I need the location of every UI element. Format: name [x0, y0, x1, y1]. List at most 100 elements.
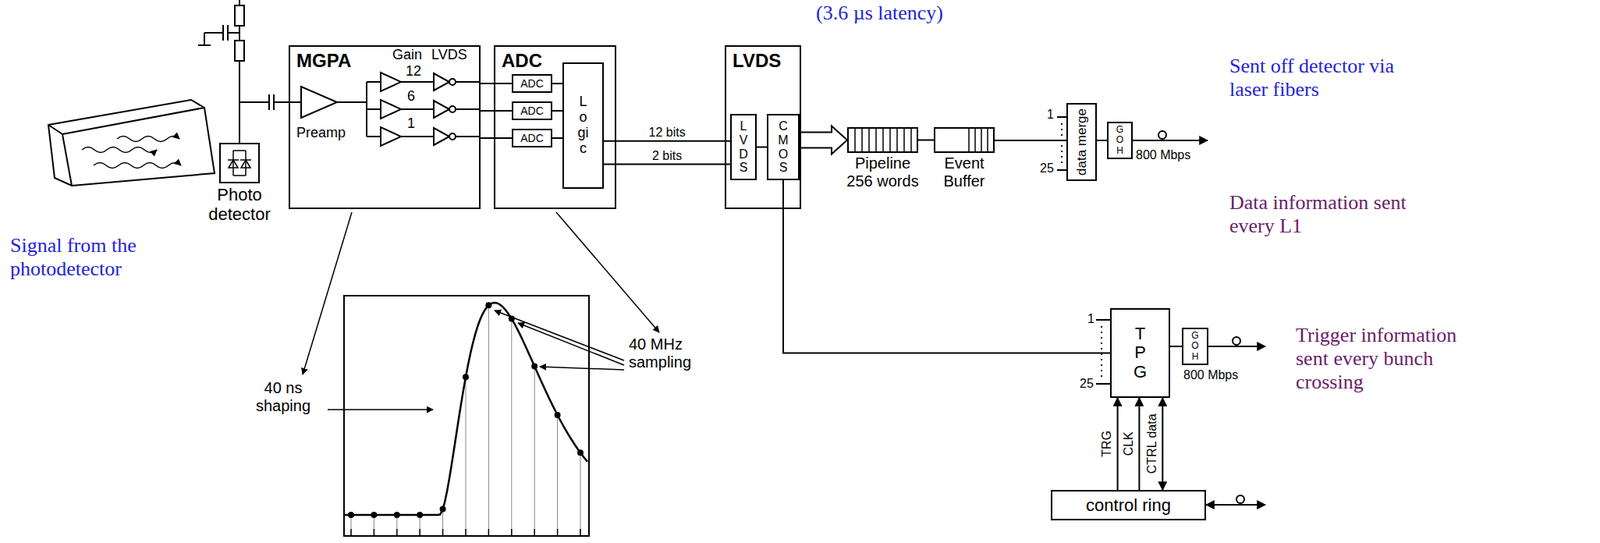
text-label: 1: [1046, 107, 1054, 122]
connector: [552, 137, 563, 139]
buffer-cell: [854, 128, 856, 152]
amplifier-chain: [449, 106, 456, 113]
amplifier-chain: [449, 133, 456, 140]
fiber-output: [1158, 131, 1167, 139]
pulse-curve: [344, 302, 588, 515]
text-label: 25: [1079, 376, 1094, 391]
tick: [510, 528, 513, 536]
merge-box: data merge: [1066, 102, 1097, 181]
box-label: data merge: [1074, 108, 1090, 176]
buffer-cell: [882, 128, 884, 152]
fiber-output: [1132, 131, 1266, 505]
callout-arrow: [494, 310, 625, 361]
goh-box: GOH: [1181, 327, 1209, 366]
tick: [533, 528, 536, 536]
text-label: 25: [1039, 161, 1054, 176]
amplifier-chain: [380, 99, 401, 119]
chip-box: LVDSLVDSCMOS: [724, 45, 802, 210]
callout-arrow: [517, 322, 625, 366]
box-label: MGPA: [296, 49, 352, 72]
edge-label: 2 bits: [650, 149, 684, 164]
light-ray: [81, 147, 157, 153]
bias-circuit: [227, 24, 229, 41]
merge-inputs: [1100, 326, 1103, 378]
sample-point: [347, 511, 355, 518]
photodetector-box: Photo detector: [219, 142, 260, 184]
amplifier-chain: [433, 100, 450, 118]
pulse-plot: [344, 295, 589, 536]
control-ring-box: control ring: [1050, 489, 1207, 521]
chip-box: ADCADCADCADCLogic: [493, 45, 617, 210]
connector: [603, 163, 731, 166]
buffer-cell: [861, 128, 863, 152]
connector: [552, 82, 563, 85]
diode-symbol: [220, 144, 259, 182]
text-label: 12: [405, 63, 422, 80]
bias-circuit: [204, 31, 224, 34]
buffer-cell: [875, 128, 877, 152]
buffer-cell: [868, 128, 870, 152]
callout-arrow: [327, 408, 433, 411]
edge-label: 12 bits: [647, 125, 688, 140]
amplifier-chain: [337, 101, 367, 103]
callout-arrow: [302, 212, 660, 410]
tick: [396, 528, 398, 536]
connector: [480, 109, 512, 112]
connector: [480, 137, 512, 139]
sample-point: [485, 301, 492, 309]
sample-line: [488, 305, 490, 536]
buffer-cell: [910, 128, 912, 152]
bias-circuit: [239, 101, 270, 103]
sample-line: [580, 452, 582, 536]
light-ray: [81, 136, 181, 169]
tick: [488, 528, 490, 536]
text-label: LVDS: [431, 46, 468, 64]
buffer-cell: [974, 128, 976, 152]
sample-point: [462, 373, 469, 380]
box-label: LVDS: [737, 119, 750, 174]
connector: [603, 140, 731, 142]
bias-circuit: [203, 32, 206, 46]
amplifier-chain: [455, 108, 481, 110]
crystal: [62, 107, 205, 135]
tick: [418, 528, 421, 536]
box-label: GOH: [1190, 330, 1200, 362]
sample-point: [531, 363, 538, 370]
amplifier-chain: [366, 108, 381, 110]
pipeline-buffer: Pipeline 256 words: [847, 127, 919, 153]
merge-inputs: [1096, 383, 1111, 385]
box-label: TPG: [1131, 324, 1150, 382]
sample-line: [465, 376, 467, 536]
box-label: GOH: [1115, 124, 1125, 157]
box-label: LVDS: [732, 49, 781, 72]
crystal: [48, 99, 215, 186]
amplifier-chain: [380, 72, 401, 92]
data-bus-arrow: [799, 126, 848, 155]
sample-line: [534, 366, 536, 536]
callout-arrow: [539, 366, 625, 370]
adc-box: ADC: [511, 101, 553, 121]
connector: [756, 146, 767, 149]
amplifier-chain: [366, 135, 381, 138]
merge-inputs: [1096, 319, 1111, 321]
box-label: control ring: [1085, 495, 1171, 516]
fiber-output: [1236, 495, 1245, 504]
connector: [1117, 397, 1119, 490]
tpg-box: TPG: [1110, 308, 1171, 398]
connector: [1170, 345, 1182, 348]
buffer-cell: [968, 128, 970, 152]
adc-box: ADC: [511, 74, 553, 93]
buffer-cell: [986, 128, 989, 152]
amplifier-chain: [400, 81, 434, 83]
amplifier-chain: [380, 127, 401, 146]
bias-circuit: [234, 5, 245, 26]
amplifier-chain: [400, 135, 434, 138]
box-label: Photo detector: [196, 184, 283, 225]
buffer-cell: [980, 128, 983, 152]
bias-circuit: [238, 0, 241, 6]
connector: [552, 109, 563, 112]
sample-line: [556, 415, 558, 536]
callout-arrow: [302, 212, 352, 375]
buffer-cell: [896, 128, 898, 152]
connector: [783, 180, 1111, 354]
